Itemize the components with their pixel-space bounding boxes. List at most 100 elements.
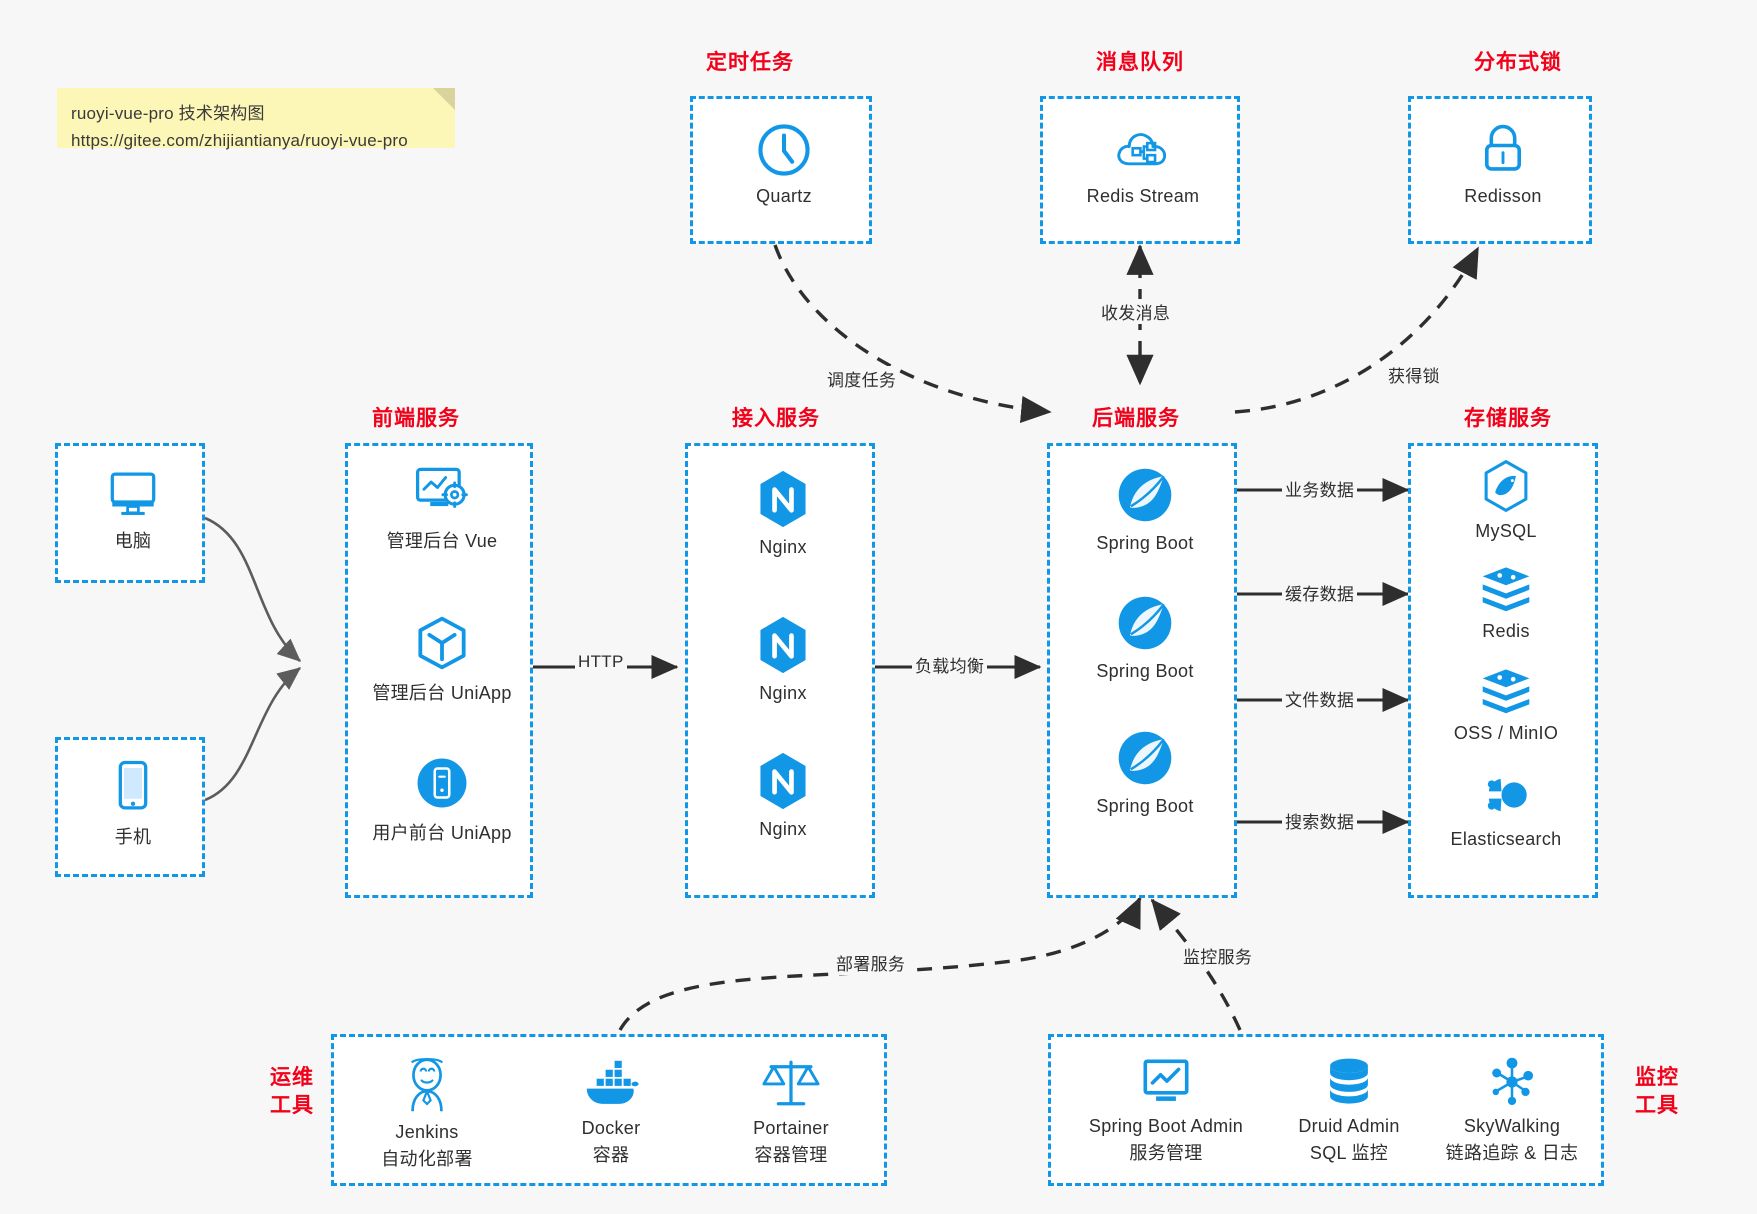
docker-whale-icon bbox=[581, 1059, 641, 1111]
node-label: Docker bbox=[581, 1118, 641, 1138]
group-title-devops: 运维 工具 bbox=[255, 1064, 329, 1120]
edge-label-monitor: 监控服务 bbox=[1180, 943, 1256, 968]
node-desktop[interactable]: 电脑 bbox=[58, 466, 208, 553]
nginx-icon bbox=[754, 614, 812, 676]
node-label: 管理后台 Vue bbox=[386, 531, 498, 551]
edge-label-http: HTTP bbox=[575, 652, 627, 672]
node-sublabel: 链路追踪 & 日志 bbox=[1445, 1143, 1579, 1163]
edge-label-lock: 获得锁 bbox=[1385, 362, 1443, 387]
node-nginx-3[interactable]: Nginx bbox=[688, 750, 878, 840]
group-title-monitor-line2: 工具 bbox=[1635, 1094, 1679, 1117]
sticky-note: ruoyi-vue-pro 技术架构图 https://gitee.com/zh… bbox=[57, 88, 455, 150]
group-title-gateway: 接入服务 bbox=[732, 407, 820, 430]
node-nginx-2[interactable]: Nginx bbox=[688, 614, 878, 704]
desktop-computer-icon bbox=[104, 466, 162, 520]
redis-stack-icon bbox=[1477, 562, 1535, 614]
note-fold-corner bbox=[433, 88, 455, 110]
node-label: Druid Admin bbox=[1298, 1116, 1400, 1136]
node-label: Spring Boot bbox=[1096, 796, 1194, 816]
dashboard-gear-icon bbox=[411, 464, 473, 520]
group-title-frontend: 前端服务 bbox=[372, 407, 460, 430]
mobile-phone-icon bbox=[112, 758, 154, 816]
group-box-distributed-lock[interactable]: Redisson bbox=[1408, 96, 1592, 244]
node-label: MySQL bbox=[1475, 521, 1537, 541]
node-label: OSS / MinIO bbox=[1453, 723, 1559, 743]
group-box-backend[interactable]: Spring Boot Spring Boot Spring Boot bbox=[1047, 443, 1237, 898]
node-label: 电脑 bbox=[114, 531, 152, 551]
group-box-message-queue[interactable]: Redis Stream bbox=[1040, 96, 1240, 244]
edge-label-deploy: 部署服务 bbox=[833, 950, 909, 975]
node-portainer[interactable]: Portainer 容器管理 bbox=[706, 1055, 876, 1167]
node-sublabel: 容器管理 bbox=[754, 1145, 828, 1165]
mysql-dolphin-icon bbox=[1478, 458, 1534, 514]
node-redis[interactable]: Redis bbox=[1411, 562, 1601, 642]
edge-label-message-queue: 收发消息 bbox=[1098, 299, 1174, 324]
group-title-distributed-lock: 分布式锁 bbox=[1474, 51, 1562, 74]
node-jenkins[interactable]: Jenkins 自动化部署 bbox=[342, 1055, 512, 1171]
elasticsearch-icon bbox=[1477, 768, 1535, 822]
node-spring-boot-1[interactable]: Spring Boot bbox=[1050, 464, 1240, 554]
node-skywalking[interactable]: SkyWalking 链路追踪 & 日志 bbox=[1417, 1055, 1607, 1165]
node-quartz[interactable]: Quartz bbox=[693, 121, 875, 207]
cloud-stream-icon bbox=[1112, 121, 1174, 179]
node-redisson[interactable]: Redisson bbox=[1411, 121, 1595, 207]
node-mobile[interactable]: 手机 bbox=[58, 758, 208, 849]
group-box-frontend[interactable]: 管理后台 Vue 管理后台 UniApp 用户前台 UniApp bbox=[345, 443, 533, 898]
edge-distributed-lock bbox=[1234, 246, 1480, 414]
node-nginx-1[interactable]: Nginx bbox=[688, 468, 878, 558]
node-sublabel: SQL 监控 bbox=[1309, 1143, 1389, 1163]
node-spring-boot-admin[interactable]: Spring Boot Admin 服务管理 bbox=[1061, 1055, 1271, 1165]
edge-label-bizdata: 业务数据 bbox=[1282, 476, 1358, 501]
node-label: Redisson bbox=[1464, 186, 1542, 206]
group-title-devops-line2: 工具 bbox=[270, 1094, 314, 1117]
node-spring-boot-2[interactable]: Spring Boot bbox=[1050, 592, 1240, 682]
node-label: Nginx bbox=[759, 683, 807, 703]
node-label: Nginx bbox=[759, 537, 807, 557]
edge-schedule bbox=[773, 244, 1052, 423]
edge-clients-to-frontend bbox=[204, 516, 302, 802]
node-label: 用户前台 UniApp bbox=[372, 823, 512, 843]
edge-label-schedule: 调度任务 bbox=[824, 366, 900, 391]
node-label: Redis Stream bbox=[1086, 186, 1200, 206]
monitor-chart-icon bbox=[1137, 1055, 1195, 1109]
group-box-scheduled-tasks[interactable]: Quartz bbox=[690, 96, 872, 244]
group-title-scheduled-tasks: 定时任务 bbox=[706, 51, 794, 74]
client-box-desktop[interactable]: 电脑 bbox=[55, 443, 205, 583]
group-box-devops[interactable]: Jenkins 自动化部署 Docker 容器 bbox=[331, 1034, 887, 1186]
node-label: Spring Boot Admin bbox=[1088, 1116, 1244, 1136]
edge-label-filedata: 文件数据 bbox=[1282, 686, 1358, 711]
node-elasticsearch[interactable]: Elasticsearch bbox=[1411, 768, 1601, 850]
node-spring-boot-3[interactable]: Spring Boot bbox=[1050, 727, 1240, 817]
scales-balance-icon bbox=[762, 1055, 820, 1111]
clock-icon bbox=[755, 121, 813, 179]
group-box-gateway[interactable]: Nginx Nginx Nginx bbox=[685, 443, 875, 898]
node-docker[interactable]: Docker 容器 bbox=[526, 1059, 696, 1167]
skywalking-node-icon bbox=[1484, 1055, 1540, 1109]
node-oss-minio[interactable]: OSS / MinIO bbox=[1411, 664, 1601, 744]
node-label: Jenkins bbox=[395, 1122, 459, 1142]
client-box-mobile[interactable]: 手机 bbox=[55, 737, 205, 877]
node-mysql[interactable]: MySQL bbox=[1411, 458, 1601, 542]
node-label: Quartz bbox=[756, 186, 812, 206]
node-druid-admin[interactable]: Druid Admin SQL 监控 bbox=[1259, 1055, 1439, 1165]
spring-boot-icon bbox=[1114, 464, 1176, 526]
node-sublabel: 自动化部署 bbox=[381, 1149, 473, 1169]
node-admin-uniapp[interactable]: 管理后台 UniApp bbox=[326, 614, 558, 705]
spring-boot-icon bbox=[1114, 727, 1176, 789]
node-redis-stream[interactable]: Redis Stream bbox=[1043, 121, 1243, 207]
node-label: Nginx bbox=[759, 819, 807, 839]
node-sublabel: 容器 bbox=[592, 1145, 630, 1165]
node-label: Portainer bbox=[753, 1118, 829, 1138]
group-box-monitor[interactable]: Spring Boot Admin 服务管理 Druid Admin SQL 监… bbox=[1048, 1034, 1604, 1186]
edge-label-searchdata: 搜索数据 bbox=[1282, 808, 1358, 833]
mobile-app-icon bbox=[413, 754, 471, 812]
node-label: Spring Boot bbox=[1096, 661, 1194, 681]
group-box-storage[interactable]: MySQL Redis bbox=[1408, 443, 1598, 898]
node-user-uniapp[interactable]: 用户前台 UniApp bbox=[326, 754, 558, 845]
object-storage-icon bbox=[1477, 664, 1535, 716]
group-title-monitor-line1: 监控 bbox=[1635, 1066, 1679, 1089]
nginx-icon bbox=[754, 750, 812, 812]
group-title-backend: 后端服务 bbox=[1092, 407, 1180, 430]
node-admin-vue[interactable]: 管理后台 Vue bbox=[326, 464, 558, 553]
node-label: 管理后台 UniApp bbox=[372, 683, 512, 703]
